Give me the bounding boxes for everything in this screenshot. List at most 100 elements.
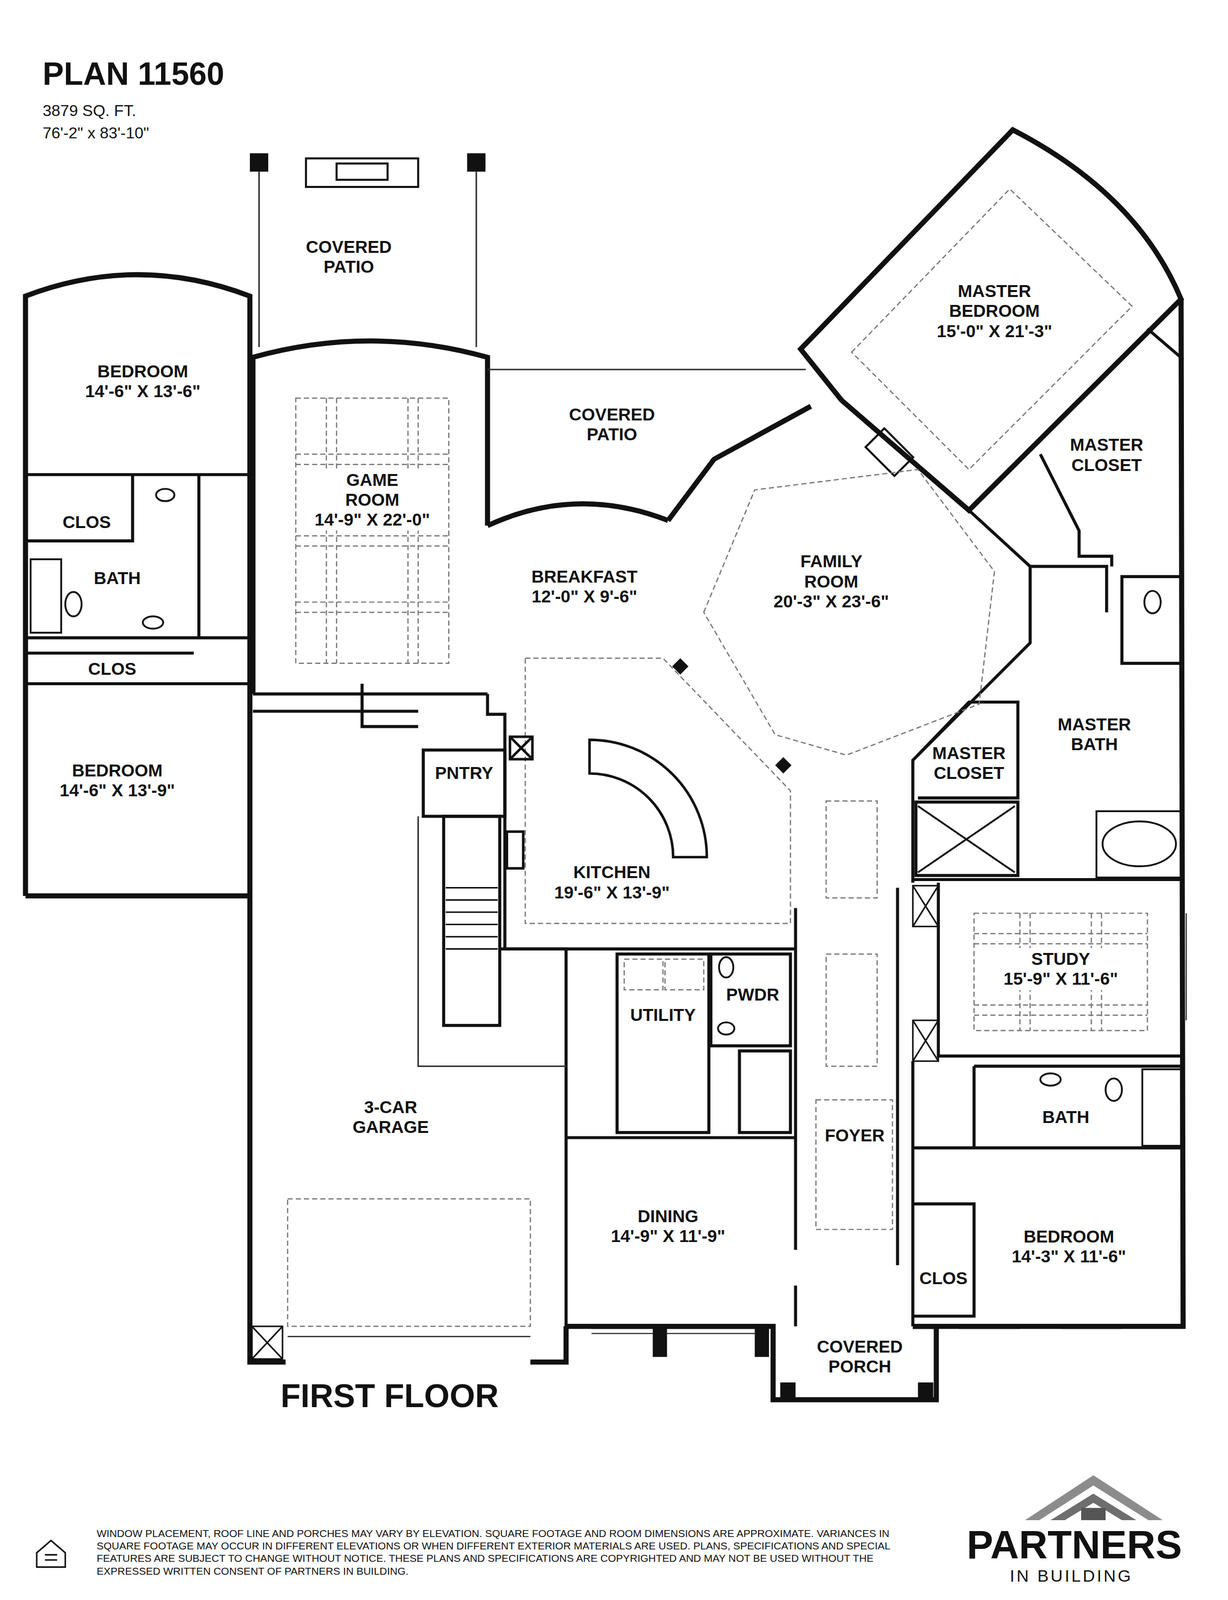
ceiling-outline	[287, 1198, 531, 1327]
stair-tread	[445, 887, 498, 949]
stair-tread	[445, 923, 498, 926]
room-label: CLOS	[916, 1267, 970, 1289]
room-name: STUDY	[1003, 948, 1118, 969]
room-label: COVERED PORCH	[814, 1335, 906, 1378]
room-label: PWDR	[723, 983, 782, 1006]
plan-title: PLAN 11560	[42, 55, 225, 93]
bath-fixture	[1144, 590, 1161, 614]
column-post	[467, 153, 486, 172]
column-post	[652, 1324, 668, 1357]
interior-wall	[895, 887, 899, 1265]
company-name: PARTNERS	[966, 1520, 1182, 1569]
room-dimension: 14'-9" X 22'-0"	[314, 509, 431, 530]
room-dimension: 19'-6" X 13'-9"	[554, 882, 670, 903]
room-name: MASTER CLOSET	[1069, 434, 1144, 475]
room-label: FOYER	[822, 1124, 888, 1147]
interior-wall	[794, 1285, 798, 1327]
column-post	[249, 153, 934, 1398]
interior-wall	[25, 682, 250, 686]
column-box	[251, 885, 939, 1359]
room-name: DINING	[610, 1206, 726, 1227]
overall-dimension: 76'-2" x 83'-10"	[42, 123, 150, 143]
patio-outline	[259, 171, 807, 1066]
room-dimension: 15'-0" X 21'-3"	[936, 321, 1053, 342]
bath-fixture	[30, 488, 1184, 1146]
area-note: 3879 SQ. FT.	[42, 101, 137, 120]
interior-wall	[25, 651, 194, 655]
exterior-wall	[252, 341, 488, 695]
room-label: DINING14'-9" X 11'-9"	[608, 1205, 728, 1248]
fireplace	[865, 428, 914, 476]
bath-fixture	[30, 559, 62, 633]
patio-outline	[487, 368, 806, 371]
window	[287, 1336, 531, 1338]
equal-housing-logo	[36, 1540, 66, 1567]
ceiling-outline	[664, 958, 704, 990]
room-name: MASTER BEDROOM	[948, 281, 1040, 322]
stair-tread	[445, 886, 498, 889]
bath-fixture	[717, 1022, 735, 1035]
fireplace	[336, 163, 388, 180]
room-name: BREAKFAST	[531, 566, 638, 587]
bath-fixture	[918, 806, 1015, 873]
interior-wall	[912, 1146, 1183, 1150]
exterior-wall	[566, 1326, 937, 1400]
interior-wall	[25, 474, 133, 541]
interior-wall	[443, 816, 500, 1026]
ceiling-outline	[295, 454, 450, 613]
bath-fixture	[142, 616, 164, 629]
interior-wall	[252, 709, 418, 713]
company-logo	[1025, 1474, 1164, 1521]
column-post	[780, 1382, 796, 1398]
bath-fixture	[1142, 1069, 1181, 1146]
room-label: MASTER BATH	[1055, 713, 1134, 756]
room-name: FAMILY ROOM	[800, 551, 862, 592]
column-box	[912, 1020, 938, 1061]
ceiling-outline	[624, 958, 663, 990]
interior-wall	[252, 692, 488, 696]
room-name: BATH	[1042, 1107, 1090, 1127]
room-label: BEDROOM14'-3" X 11'-6"	[1009, 1225, 1129, 1268]
interior-wall	[499, 948, 567, 1327]
bath-fixture	[718, 956, 734, 978]
kitchen-island	[589, 739, 707, 858]
column-box	[912, 885, 938, 927]
bath-fixture	[1102, 821, 1176, 867]
kitchen-island	[510, 736, 533, 760]
room-label: BATH	[91, 567, 144, 589]
window	[1185, 913, 1187, 1021]
interior-wall	[361, 683, 418, 727]
ceiling-outline	[825, 801, 878, 898]
interior-wall	[487, 694, 505, 949]
exterior-wall	[487, 503, 668, 526]
room-name: COVERED PATIO	[305, 236, 392, 278]
exterior-wall	[249, 703, 286, 1362]
equal-housing-logo	[36, 1540, 66, 1567]
interior-wall	[617, 953, 709, 1133]
interior-wall	[918, 701, 1019, 798]
room-label: UTILITY	[627, 1003, 699, 1026]
ceiling-outline	[525, 658, 791, 924]
room-dimension: 14'-6" X 13'-6"	[85, 381, 201, 402]
column-post	[775, 757, 792, 774]
room-label: FAMILY ROOM20'-3" X 23'-6"	[770, 550, 892, 613]
room-name: FOYER	[824, 1125, 885, 1146]
ceiling-outline	[295, 398, 450, 664]
room-name: GAME ROOM	[345, 469, 400, 511]
kitchen-island	[506, 736, 707, 869]
exterior-wall	[25, 274, 250, 896]
patio-outline	[258, 171, 260, 348]
interior-wall	[911, 1060, 915, 1327]
equal-housing-logo	[45, 1554, 58, 1560]
room-label: CLOS	[59, 511, 114, 533]
room-name: UTILITY	[630, 1004, 696, 1025]
room-label: 3-CAR GARAGE	[350, 1096, 432, 1139]
window	[71, 897, 1187, 1337]
patio-outline	[475, 171, 477, 348]
stair-tread	[445, 899, 498, 901]
floor-name: FIRST FLOOR	[280, 1376, 499, 1416]
ceiling-outline	[825, 953, 878, 1066]
column-box	[912, 1020, 938, 1061]
stair-tread	[445, 935, 498, 938]
